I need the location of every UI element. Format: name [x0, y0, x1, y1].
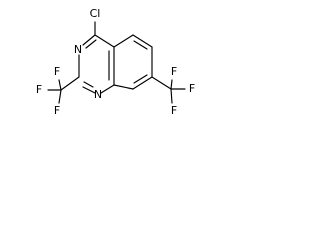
bond-c2-cf3-left — [60, 76, 80, 91]
bond-left-cf3-f-bottom — [58, 89, 62, 104]
bond-right-cf3-f-top — [170, 79, 173, 90]
bond-n1-c8a — [100, 84, 115, 94]
bond-c4a-c4 — [94, 34, 115, 48]
bond-c5-c6-double — [133, 40, 148, 50]
bond-right-cf3-f-bottom — [170, 88, 173, 104]
atom-label-nitrogen-bottom: N — [94, 88, 102, 101]
atom-label-chlorine: Cl — [90, 7, 101, 20]
bond-c7-c8-double — [133, 74, 148, 84]
bond-c2-n1 — [82, 86, 96, 94]
atom-label-fluorine-right-top: F — [171, 65, 177, 78]
atom-label-nitrogen-top: N — [74, 43, 82, 56]
bond-c4-n3 — [82, 34, 96, 46]
bond-c4-n3-double — [85, 39, 97, 49]
bond-c7-c8 — [132, 76, 153, 90]
bond-c4a-c5 — [113, 34, 134, 48]
atom-label-fluorine-right-bottom: F — [171, 104, 177, 117]
atom-label-fluorine-left-mid: F — [36, 83, 42, 96]
bond-c5-c6 — [132, 34, 153, 48]
atom-label-fluorine-right-mid: F — [189, 82, 195, 95]
bond-c2-n1-double — [83, 81, 94, 88]
bond-c7-cf3-right — [151, 76, 172, 90]
atom-label-fluorine-left-top: F — [54, 65, 60, 78]
quinazoline-structure-diagram: Cl N N F F F F F F — [36, 7, 195, 117]
bond-c8-c8a — [113, 84, 134, 90]
bond-left-cf3-f-top — [58, 79, 62, 91]
atom-label-fluorine-left-bottom: F — [54, 104, 60, 117]
chemical-structure-canvas: Cl N N F F F F F F — [0, 0, 230, 137]
